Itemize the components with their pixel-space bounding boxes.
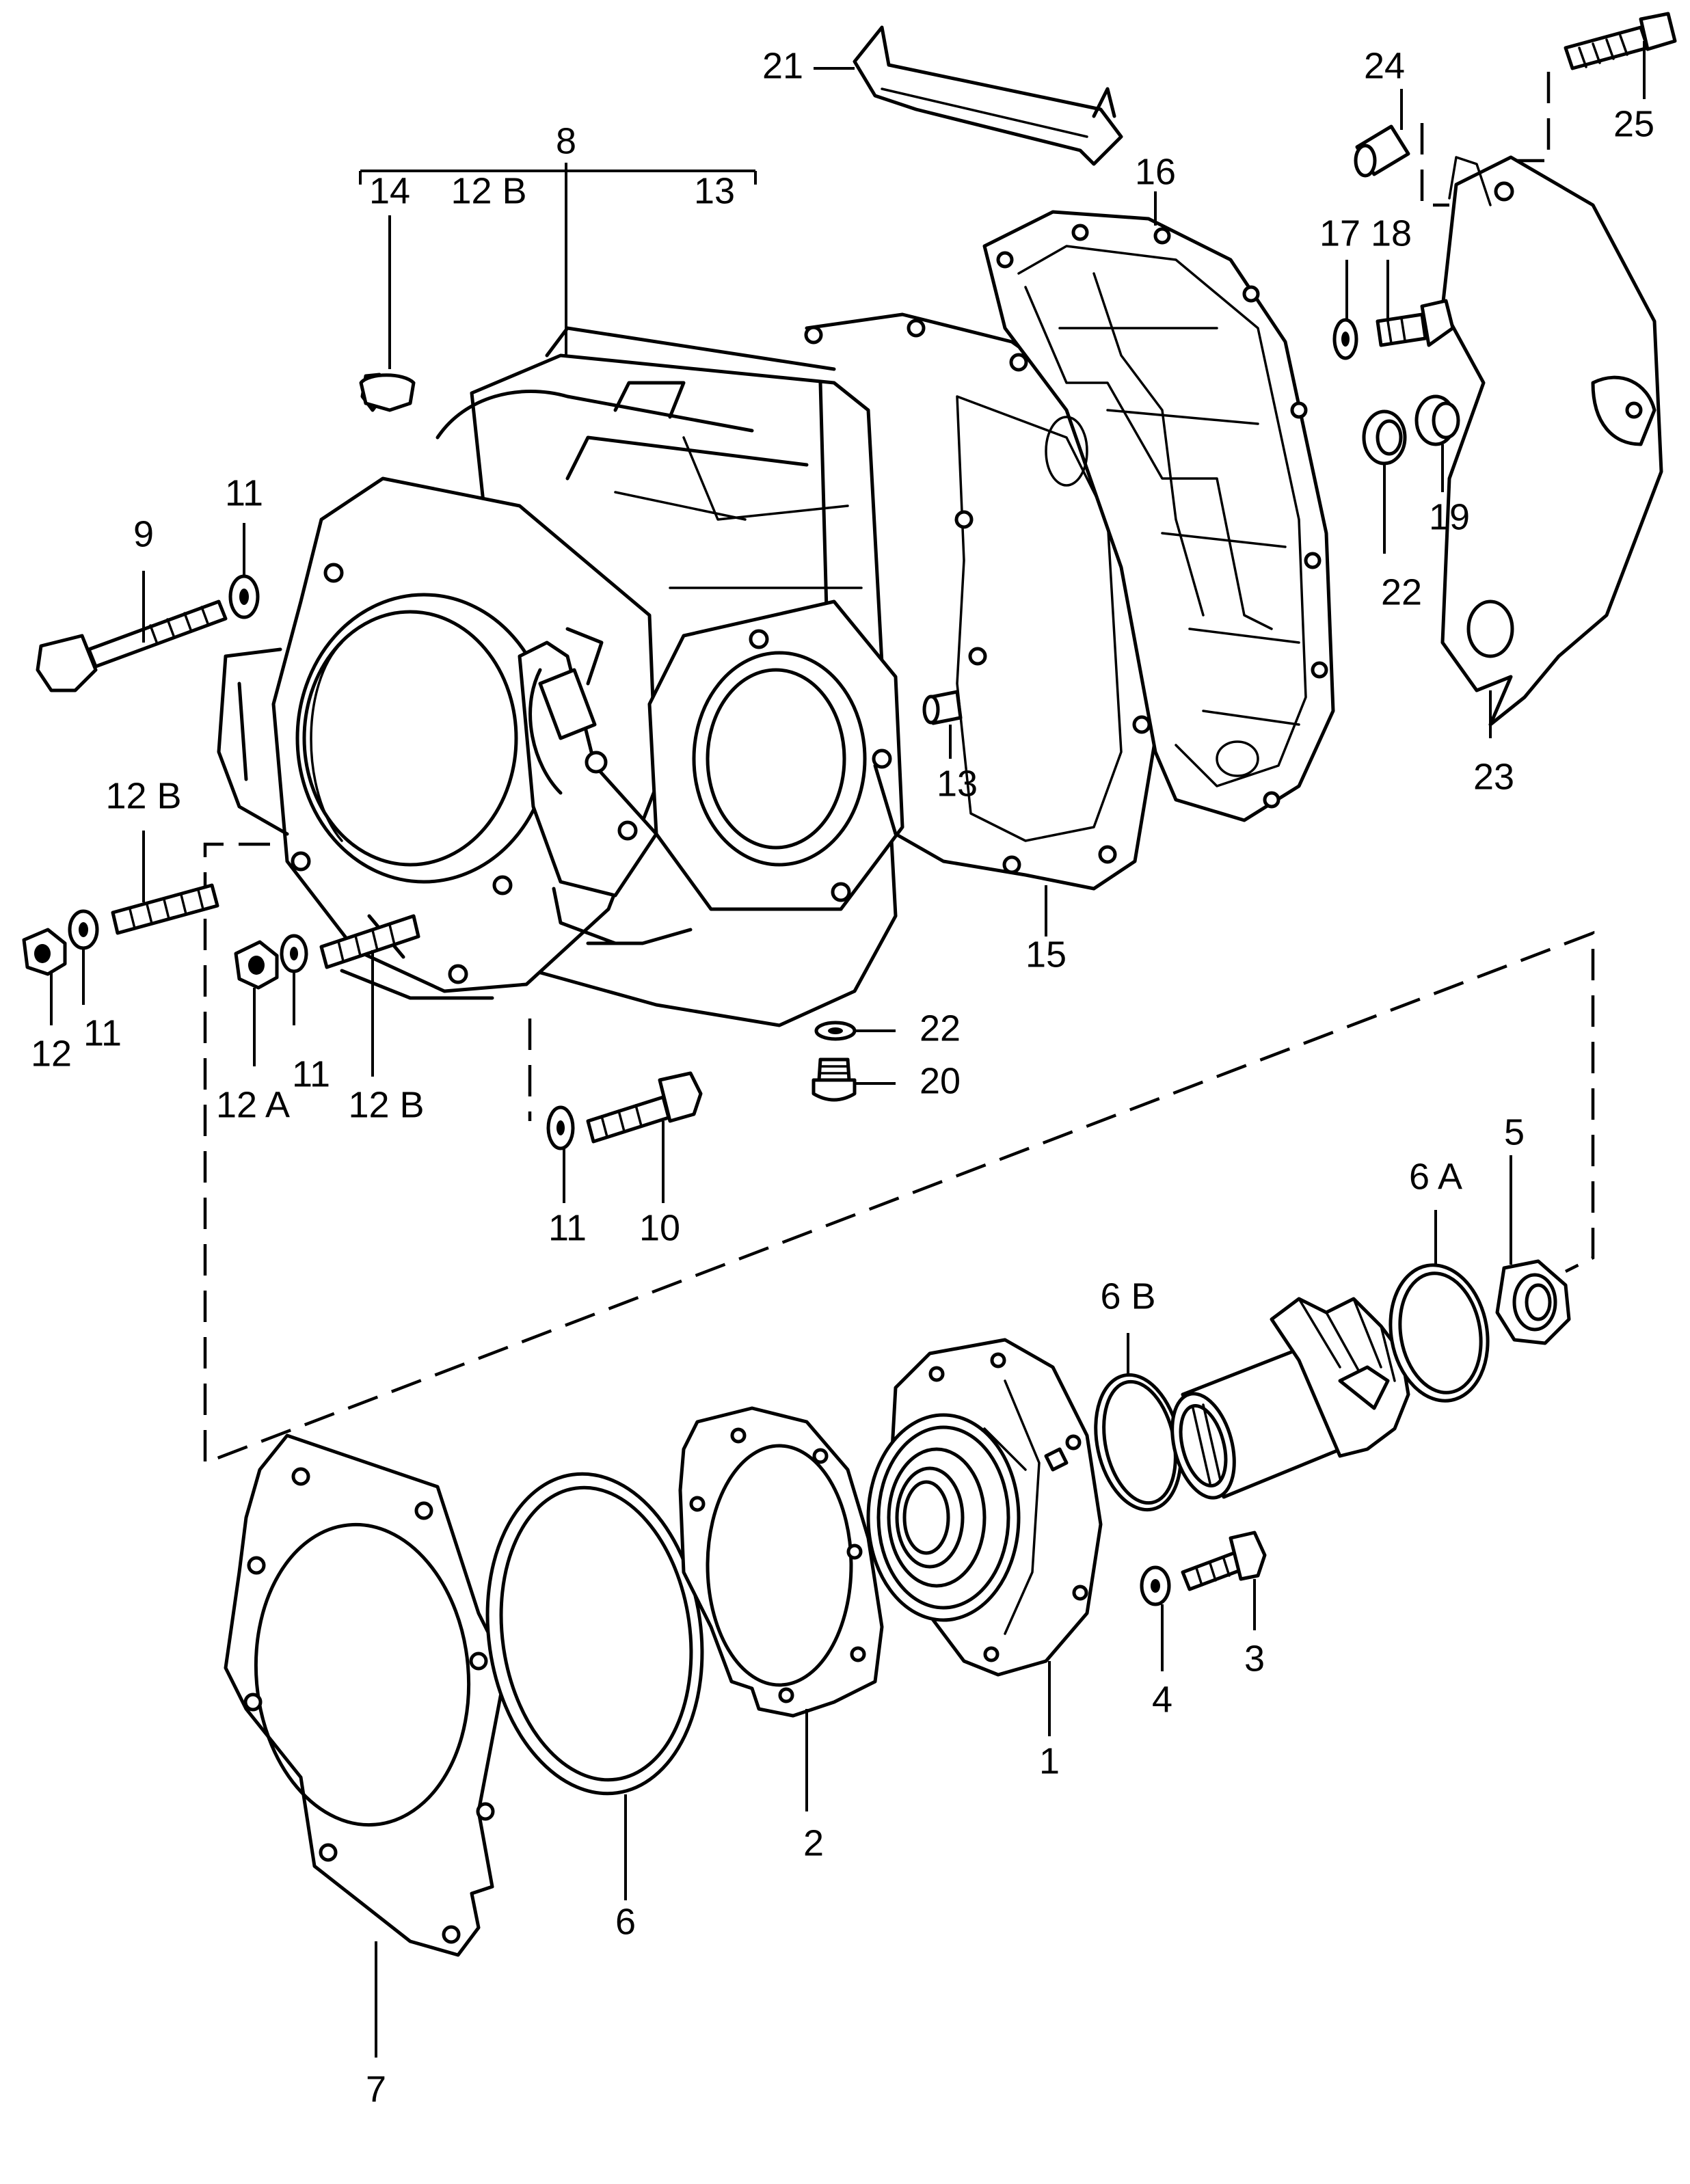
transmission-housing: [217, 326, 904, 1027]
washer-11-top: [228, 574, 260, 619]
washer-11-mid: [280, 934, 308, 973]
washer-11-left: [68, 909, 99, 950]
sleeve-24: [1354, 124, 1410, 178]
shim-2: [678, 1406, 884, 1718]
label-13-top: 13: [694, 170, 735, 211]
label-16: 16: [1135, 151, 1176, 192]
bolt-9: [36, 599, 228, 692]
nut-12a: [234, 940, 279, 990]
label-4: 4: [1152, 1679, 1172, 1720]
breather-14: [359, 373, 416, 412]
label-7: 7: [366, 2068, 386, 2109]
ring-6b: [1094, 1373, 1183, 1512]
label-6b: 6 B: [1100, 1276, 1155, 1317]
label-11-top: 11: [225, 472, 263, 513]
label-15: 15: [1025, 934, 1067, 975]
label-18: 18: [1371, 213, 1412, 254]
cover-16: [982, 210, 1335, 822]
bracket-21: [853, 25, 1123, 166]
bolt-3: [1181, 1531, 1267, 1591]
nut-5: [1495, 1259, 1571, 1345]
bolt-25: [1564, 12, 1677, 70]
label-12b-left: 12 B: [105, 775, 181, 816]
label-21: 21: [762, 45, 803, 86]
stud-12b-mid: [319, 914, 420, 969]
label-6a: 6 A: [1409, 1156, 1462, 1197]
nut-12: [22, 928, 67, 976]
label-11-bottom: 11: [548, 1207, 587, 1248]
dashed-line-24: [1420, 123, 1449, 207]
dowel-13: [922, 690, 963, 725]
part-labels: 8 14 12 B 13 21 16 24 25 17 18 19 22 23 …: [31, 45, 1654, 2109]
bearing-housing-1: [866, 1338, 1103, 1677]
label-19: 19: [1429, 496, 1470, 537]
label-24: 24: [1364, 45, 1405, 86]
label-11-mid: 11: [292, 1053, 330, 1094]
label-2: 2: [803, 1822, 824, 1863]
label-20: 20: [920, 1060, 961, 1101]
gasket-7: [224, 1433, 508, 1957]
label-12a: 12 A: [216, 1084, 290, 1125]
label-8: 8: [556, 120, 576, 161]
plug-19: [1414, 394, 1460, 446]
label-13-mid: 13: [937, 763, 978, 804]
stud-12b-left: [111, 883, 219, 935]
label-1: 1: [1039, 1740, 1060, 1781]
dashed-line-25: [1501, 72, 1551, 163]
plug-20: [812, 1057, 857, 1102]
label-12: 12: [31, 1033, 72, 1074]
label-25: 25: [1613, 103, 1654, 144]
label-22-right: 22: [1381, 571, 1422, 612]
ring-6a: [1389, 1263, 1490, 1403]
o-ring-6: [485, 1472, 704, 1796]
washer-11-bottom: [546, 1105, 575, 1150]
label-10: 10: [639, 1207, 680, 1248]
label-23: 23: [1473, 756, 1514, 797]
cover-plate-23: [1440, 155, 1663, 727]
bolt-10: [586, 1071, 703, 1144]
washer-22-mid: [814, 1021, 857, 1041]
label-14: 14: [369, 170, 410, 211]
label-12b-top: 12 B: [451, 170, 526, 211]
label-6: 6: [615, 1901, 636, 1942]
bevel-gear-shaft: [1170, 1297, 1410, 1500]
label-3: 3: [1244, 1638, 1265, 1679]
washer-4: [1140, 1565, 1171, 1606]
label-12b-mid: 12 B: [348, 1084, 424, 1125]
label-9: 9: [133, 513, 154, 554]
leader-lines: [50, 41, 1646, 2058]
label-11-left: 11: [83, 1012, 122, 1053]
label-22-mid: 22: [920, 1008, 961, 1049]
bolt-18: [1376, 299, 1455, 347]
bracket-8: [359, 163, 757, 383]
label-5: 5: [1504, 1111, 1525, 1152]
washer-17: [1332, 318, 1358, 360]
assembly-dashed-line-lower: [203, 842, 1595, 1466]
seal-ring-22: [1362, 409, 1407, 466]
label-17: 17: [1319, 213, 1360, 254]
